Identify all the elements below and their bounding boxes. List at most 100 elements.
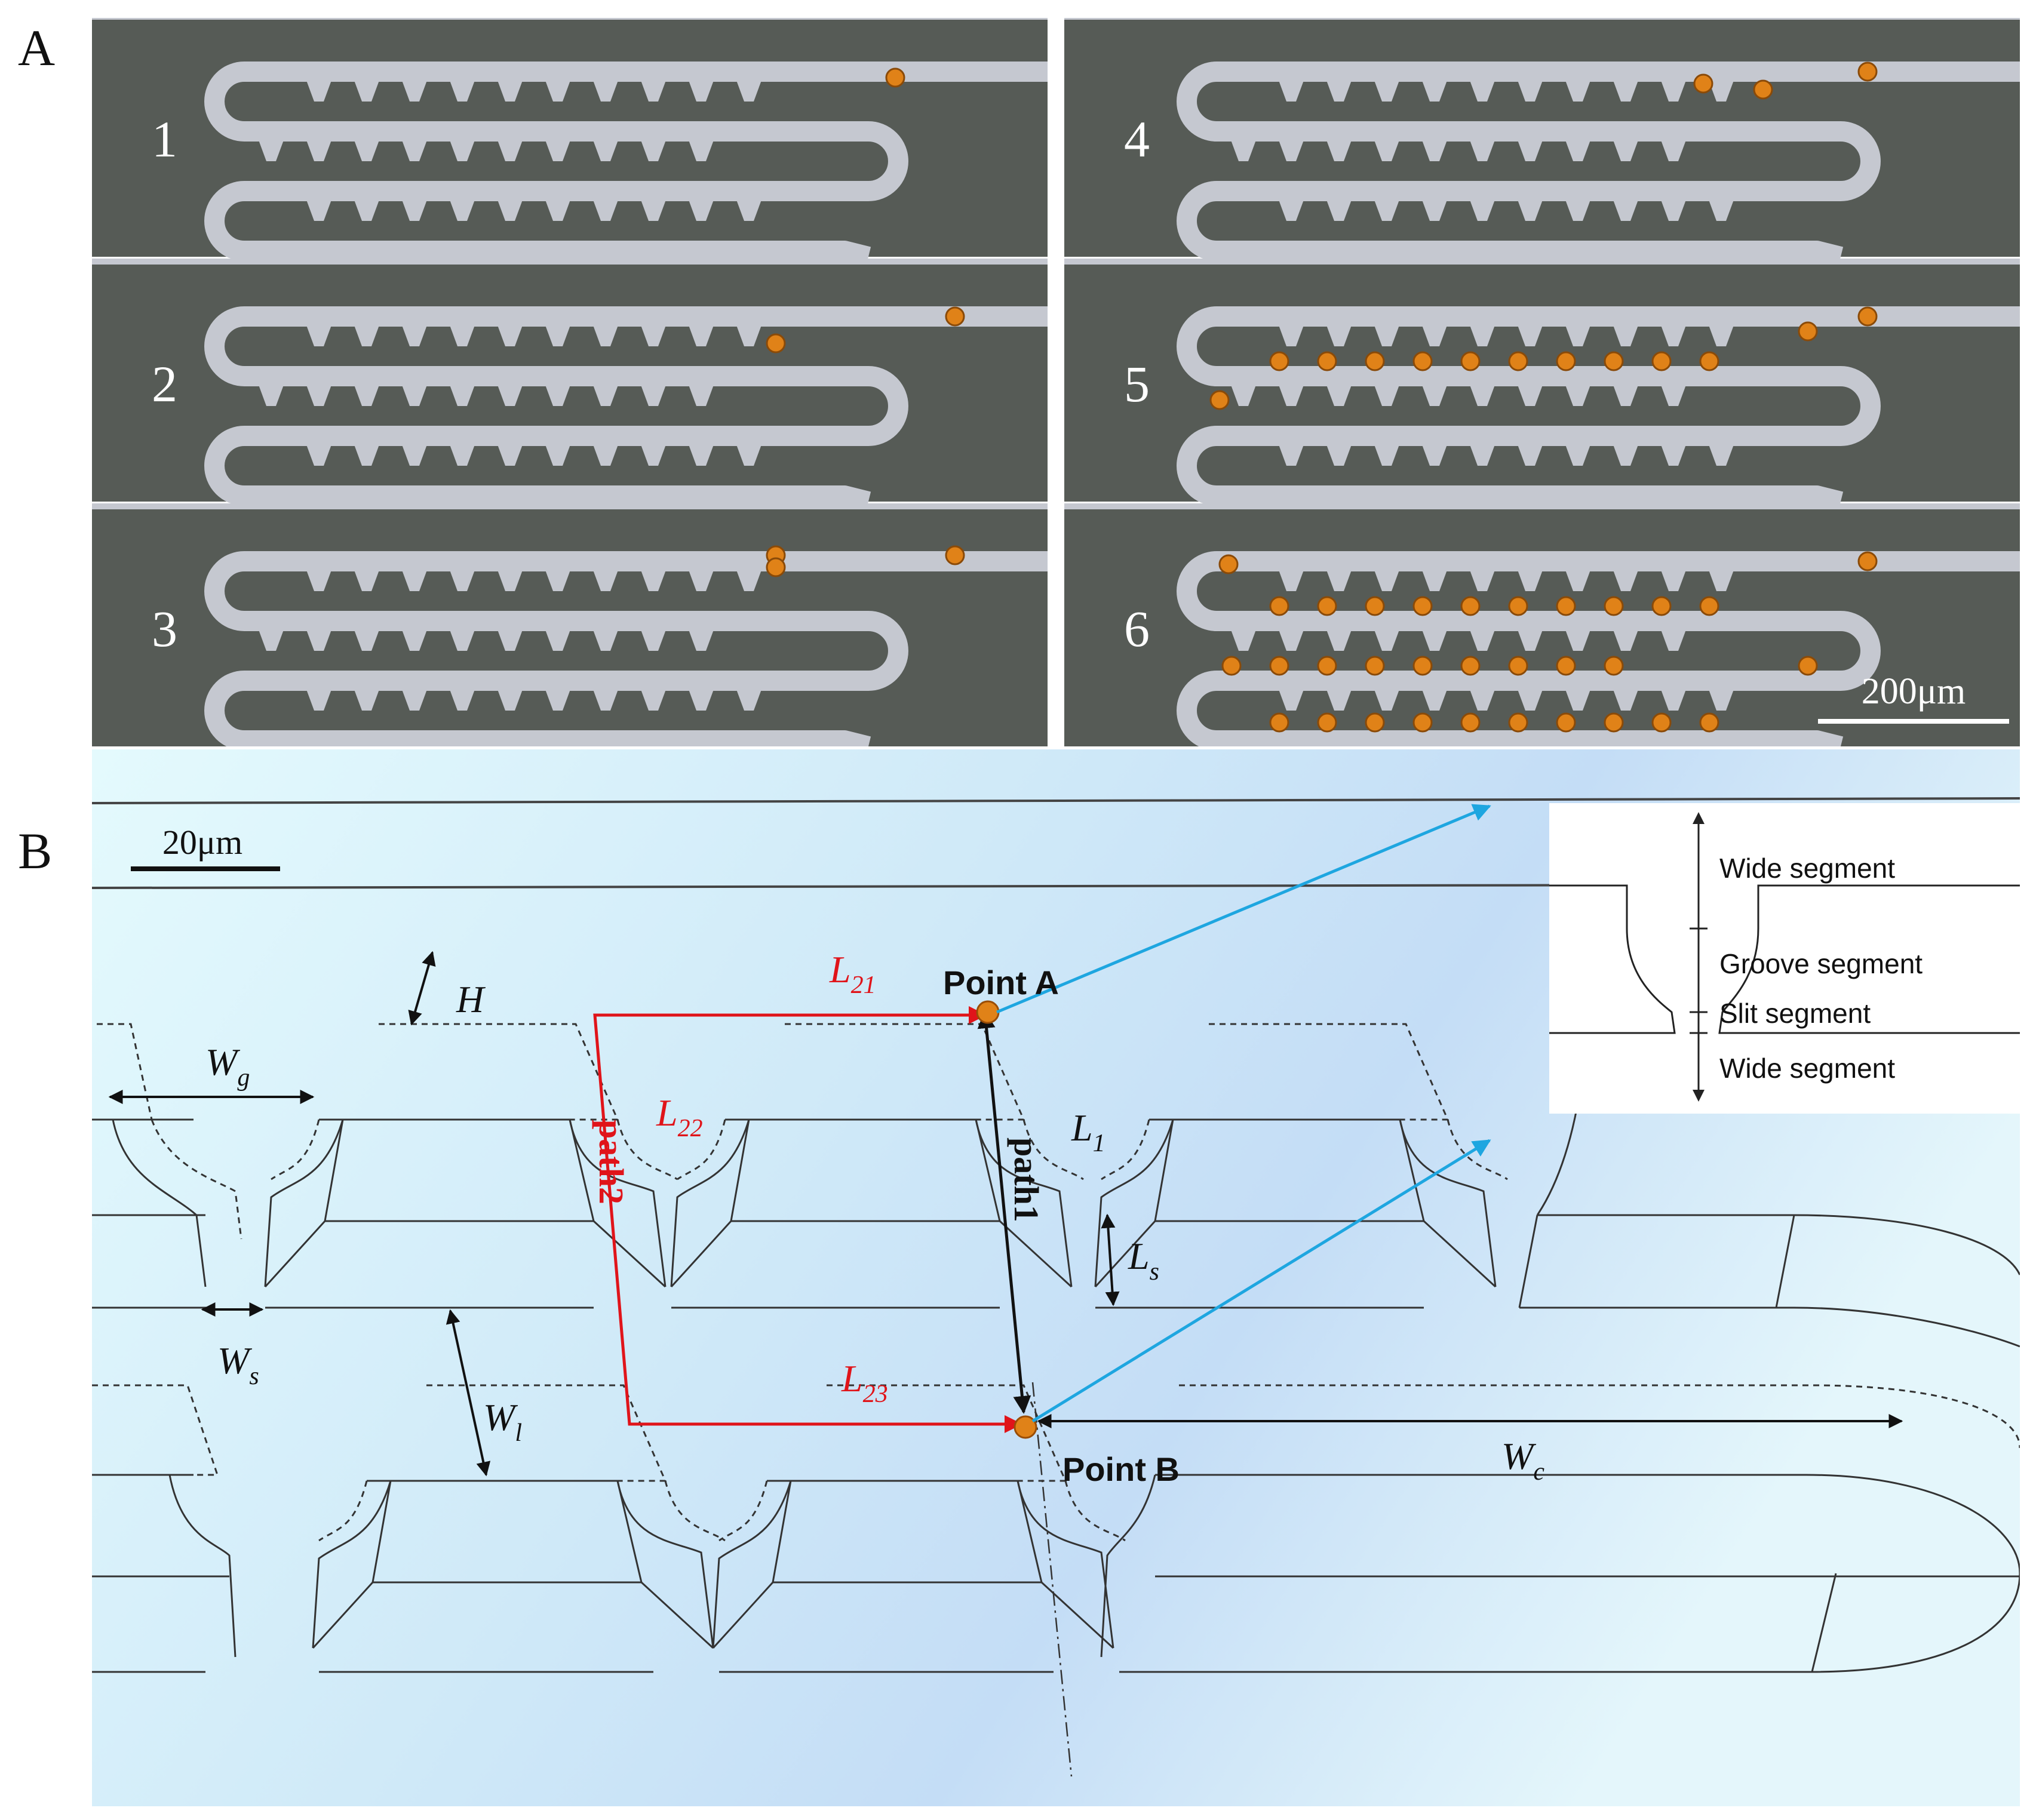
trap-rung [1278,568,1304,591]
trap-rung [1565,139,1591,161]
trap-rung [1374,324,1400,346]
trap-rung [1517,383,1543,406]
particle [1508,656,1528,676]
trap-rung [736,79,762,102]
trap-rung [592,79,619,102]
particle [1556,712,1576,733]
trap-rung [1708,443,1734,466]
trap-rung [354,628,380,651]
trap-rung [1660,688,1687,711]
pillar-block [92,1023,242,1309]
trap-rung [640,628,667,651]
chip-frame: 2 [92,259,1048,512]
trap-rung [401,383,428,406]
trap-rung [688,688,714,711]
particle [1651,351,1672,371]
particle [1317,351,1337,371]
trap-rung [1469,383,1495,406]
trap-rung [1708,198,1734,221]
particle [1699,712,1719,733]
trap-rung [545,443,571,466]
trap-rung [1565,688,1591,711]
trap-rung [1421,443,1448,466]
frame-number: 3 [152,600,177,657]
panel-b-figure: 20μm [92,749,2020,1806]
particle [1604,351,1624,371]
dim-ws: Ws [217,1339,259,1390]
trap-rung [545,139,571,161]
frame-number: 5 [1124,355,1150,413]
dim-ls: Ls [1128,1235,1159,1286]
trap-rung [258,139,284,161]
trap-rung [497,568,523,591]
particle [1412,596,1433,616]
trap-rung [1613,628,1639,651]
dim-l23: L23 [841,1357,888,1408]
trap-rung [736,568,762,591]
particle [1317,596,1337,616]
particle [1218,554,1239,574]
particle [945,306,965,327]
trap-rung [354,139,380,161]
particle [1508,351,1528,371]
trap-rung [497,383,523,406]
trap-rung [1660,443,1687,466]
trap-rung [1708,688,1734,711]
particle [1221,656,1242,676]
trap-rung [354,79,380,102]
trap-rung [1660,139,1687,161]
meander-channel [204,306,1048,512]
particle [1857,306,1878,327]
trap-rung [1374,443,1400,466]
trap-rung [1565,198,1591,221]
trap-rung [545,568,571,591]
trap-rung [1469,79,1495,102]
particle [1269,656,1289,676]
trap-rung [1421,383,1448,406]
trap-rung [1326,383,1352,406]
trap-rung [736,324,762,346]
point-a-particle [976,1000,1000,1024]
trap-rung [497,79,523,102]
trap-rung [1421,568,1448,591]
trap-rung [1660,79,1687,102]
particle [1604,596,1624,616]
trap-rung [1517,198,1543,221]
trap-rung [306,688,332,711]
dim-l21: L21 [829,948,876,999]
trap-rung [1469,324,1495,346]
trap-rung [640,688,667,711]
trap-rung [640,324,667,346]
trap-rung [1613,383,1639,406]
trap-rung [1469,139,1495,161]
particle [1753,79,1773,100]
trap-rung [1708,79,1734,102]
trap-rung [1565,383,1591,406]
trap-rung [1230,139,1257,161]
trap-rung [736,198,762,221]
trap-rung [1660,324,1687,346]
trap-rung [592,139,619,161]
inset-wide-bottom: Wide segment [1719,1053,1895,1084]
particle [1269,596,1289,616]
trap-rung [1708,324,1734,346]
trap-rung [1517,139,1543,161]
particle [1365,656,1385,676]
trap-rung [497,443,523,466]
trap-rung [688,568,714,591]
trap-rung [497,628,523,651]
trap-rung [497,324,523,346]
trap-rung [1374,198,1400,221]
path1-label: path1 [1007,1138,1046,1222]
trap-rung [401,139,428,161]
trap-rung [1278,198,1304,221]
dim-wg: Wg [205,1041,250,1092]
particle [885,67,905,88]
trap-rung [1565,324,1591,346]
trap-rung [401,688,428,711]
trap-rung [1374,688,1400,711]
end-segment [1100,1384,2020,1673]
trap-rung [449,568,475,591]
pillar-block [92,1384,237,1673]
trap-rung [449,139,475,161]
